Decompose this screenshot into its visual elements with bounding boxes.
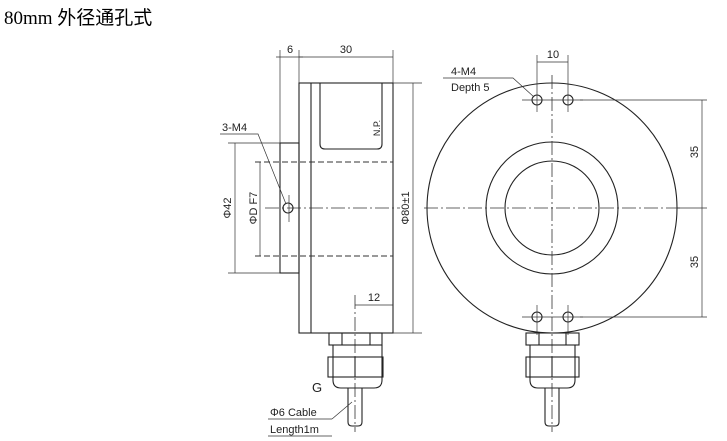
connector-label: G bbox=[312, 380, 322, 395]
front-view: 10 4-M4 Depth 5 35 35 bbox=[424, 49, 707, 432]
hole-spacing-dim: 10 bbox=[547, 49, 559, 61]
holes-depth: Depth 5 bbox=[451, 82, 490, 94]
mount-holes-front bbox=[522, 94, 583, 335]
side-view: N.P. 3-M4 Φ42 ΦD F7 Φ80±1 6 30 bbox=[220, 44, 422, 437]
cable-gland-front bbox=[525, 332, 580, 427]
drawing-title: 80mm 外径通孔式 bbox=[4, 8, 153, 29]
body-diameter-dim: Φ80±1 bbox=[400, 191, 412, 224]
bore-dim: ΦD F7 bbox=[248, 192, 260, 225]
upper-hole-dim: 35 bbox=[689, 146, 701, 158]
cable-gland-side bbox=[327, 332, 384, 427]
holes-label: 4-M4 bbox=[451, 66, 476, 78]
mount-hole bbox=[282, 202, 294, 214]
flange-diameter-dim: Φ42 bbox=[222, 197, 234, 218]
body-length-dim: 30 bbox=[340, 44, 352, 56]
cable-label: Φ6 Cable bbox=[270, 407, 317, 419]
mount-holes-label: 3-M4 bbox=[222, 122, 247, 134]
cable-length: Length1m bbox=[270, 424, 319, 436]
nameplate-label: N.P. bbox=[372, 120, 382, 136]
nameplate-window bbox=[319, 83, 383, 150]
flange-thickness-dim: 6 bbox=[287, 44, 293, 56]
lower-hole-dim: 35 bbox=[689, 256, 701, 268]
cable-offset-dim: 12 bbox=[368, 292, 380, 304]
